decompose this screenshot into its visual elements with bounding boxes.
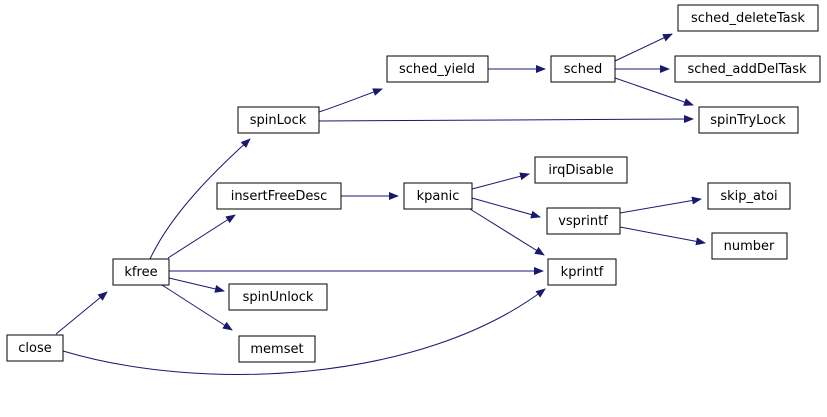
node-memset-label: memset <box>250 342 303 357</box>
node-spinLock[interactable]: spinLock <box>237 106 320 134</box>
node-close-box[interactable] <box>6 334 64 362</box>
node-spinLock-label: spinLock <box>250 113 307 128</box>
node-sched_yield-box[interactable] <box>386 55 489 83</box>
node-kprintf[interactable]: kprintf <box>547 258 617 286</box>
node-close-label: close <box>18 341 51 356</box>
node-insertFreeDesc-label: insertFreeDesc <box>231 189 328 204</box>
node-sched_addDelTask-box[interactable] <box>674 55 821 83</box>
node-spinLock-box[interactable] <box>237 106 320 134</box>
node-number[interactable]: number <box>711 232 788 260</box>
edge-sched-sched_deleteTask <box>614 33 673 62</box>
edge-kfree-insertFreeDesc <box>167 214 236 259</box>
edge-close-kprintf <box>62 288 546 375</box>
node-sched-label: sched <box>564 62 602 77</box>
node-vsprintf-label: vsprintf <box>558 214 608 229</box>
node-skip_atoi-box[interactable] <box>707 182 791 210</box>
node-sched[interactable]: sched <box>550 55 616 83</box>
edge-kpanic-irqDisable <box>471 172 530 190</box>
node-insertFreeDesc-box[interactable] <box>216 182 342 210</box>
node-kprintf-box[interactable] <box>547 258 617 286</box>
node-irqDisable-box[interactable] <box>534 156 628 184</box>
node-spinTryLock-label: spinTryLock <box>710 113 786 128</box>
edge-kpanic-kprintf <box>469 208 545 256</box>
node-sched_deleteTask-label: sched_deleteTask <box>691 11 805 26</box>
node-vsprintf-box[interactable] <box>546 207 621 235</box>
node-number-box[interactable] <box>711 232 788 260</box>
node-skip_atoi[interactable]: skip_atoi <box>707 182 791 210</box>
node-memset-box[interactable] <box>238 335 316 363</box>
node-kpanic[interactable]: kpanic <box>403 182 473 210</box>
edge-close-kfree <box>55 291 108 335</box>
edge-spinLock-spinTryLock <box>318 115 694 124</box>
node-kfree-label: kfree <box>124 265 157 280</box>
node-kpanic-label: kpanic <box>417 189 460 204</box>
edge-sched-spinTryLock <box>614 77 694 106</box>
node-kprintf-label: kprintf <box>561 265 604 280</box>
node-spinUnlock[interactable]: spinUnlock <box>228 283 328 311</box>
node-spinTryLock[interactable]: spinTryLock <box>698 106 799 134</box>
node-insertFreeDesc[interactable]: insertFreeDesc <box>216 182 342 210</box>
node-kfree-box[interactable] <box>112 258 170 286</box>
node-spinTryLock-box[interactable] <box>698 106 799 134</box>
node-sched_deleteTask[interactable]: sched_deleteTask <box>677 4 819 32</box>
node-close[interactable]: close <box>6 334 64 362</box>
node-spinUnlock-box[interactable] <box>228 283 328 311</box>
node-sched_deleteTask-box[interactable] <box>677 4 819 32</box>
node-spinUnlock-label: spinUnlock <box>243 290 314 305</box>
edges <box>55 33 706 375</box>
node-skip_atoi-label: skip_atoi <box>720 189 777 204</box>
edge-kfree-spinLock <box>149 138 251 260</box>
node-sched_yield[interactable]: sched_yield <box>386 55 489 83</box>
edge-kfree-memset <box>161 284 233 331</box>
edge-vsprintf-number <box>619 226 706 246</box>
node-kfree[interactable]: kfree <box>112 258 170 286</box>
node-vsprintf[interactable]: vsprintf <box>546 207 621 235</box>
node-number-label: number <box>724 239 775 254</box>
node-memset[interactable]: memset <box>238 335 316 363</box>
node-sched-box[interactable] <box>550 55 616 83</box>
node-irqDisable[interactable]: irqDisable <box>534 156 628 184</box>
node-kpanic-box[interactable] <box>403 182 473 210</box>
edge-spinLock-sched_yield <box>318 88 383 113</box>
edge-kpanic-vsprintf <box>471 197 541 219</box>
edge-kfree-spinUnlock <box>168 277 225 293</box>
node-sched_addDelTask[interactable]: sched_addDelTask <box>674 55 821 83</box>
edge-vsprintf-skip_atoi <box>619 196 702 214</box>
node-sched_addDelTask-label: sched_addDelTask <box>687 62 807 77</box>
node-irqDisable-label: irqDisable <box>548 163 613 178</box>
node-sched_yield-label: sched_yield <box>399 62 475 77</box>
